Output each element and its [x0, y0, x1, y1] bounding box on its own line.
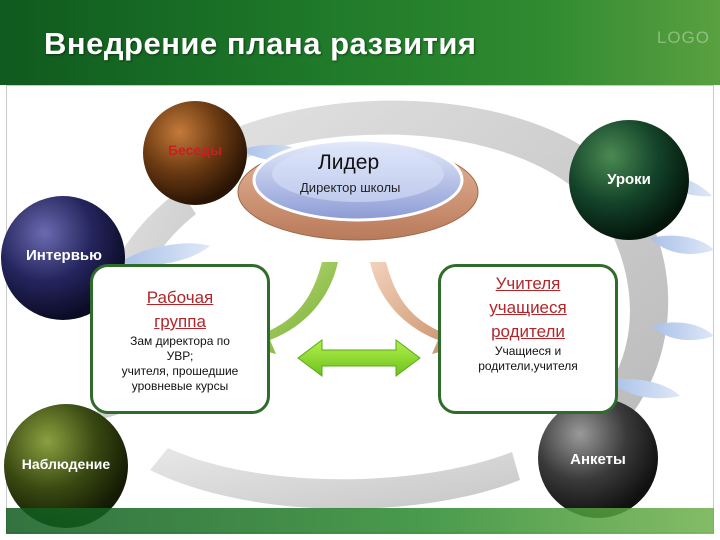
double-arrow [297, 339, 421, 377]
sphere-lessons [569, 120, 689, 240]
label-observation: Наблюдение [21, 456, 111, 472]
label-interview: Интервью [26, 247, 102, 264]
sphere-surveys [538, 398, 658, 518]
participants-members: Учащиеся и родители,учителя [478, 344, 578, 373]
footer-bar [6, 508, 714, 534]
working-group-box [90, 264, 270, 414]
participants-title-1: Учителя [495, 274, 561, 293]
working-group-members: Зам директора по УВР; учителя, прошедшие… [121, 334, 239, 393]
working-group-title-1: Рабочая [146, 288, 214, 307]
logo: LOGO [656, 28, 710, 47]
participants-title-3: родители [491, 322, 565, 341]
leader-subtitle: Директор школы [300, 180, 401, 195]
participants-title-2: учащиеся [489, 298, 567, 317]
header-bar [0, 0, 720, 85]
label-lessons: Уроки [607, 171, 651, 188]
label-surveys: Анкеты [570, 451, 626, 468]
slide-title: Внедрение плана развития [44, 26, 477, 61]
participants-box [438, 264, 618, 414]
sphere-talks [143, 101, 247, 205]
sphere-observation [4, 404, 128, 528]
leader-disc [237, 138, 479, 241]
label-talks: Беседы [167, 142, 223, 158]
working-group-title-2: группа [154, 312, 206, 331]
leader-title: Лидер [318, 151, 380, 174]
